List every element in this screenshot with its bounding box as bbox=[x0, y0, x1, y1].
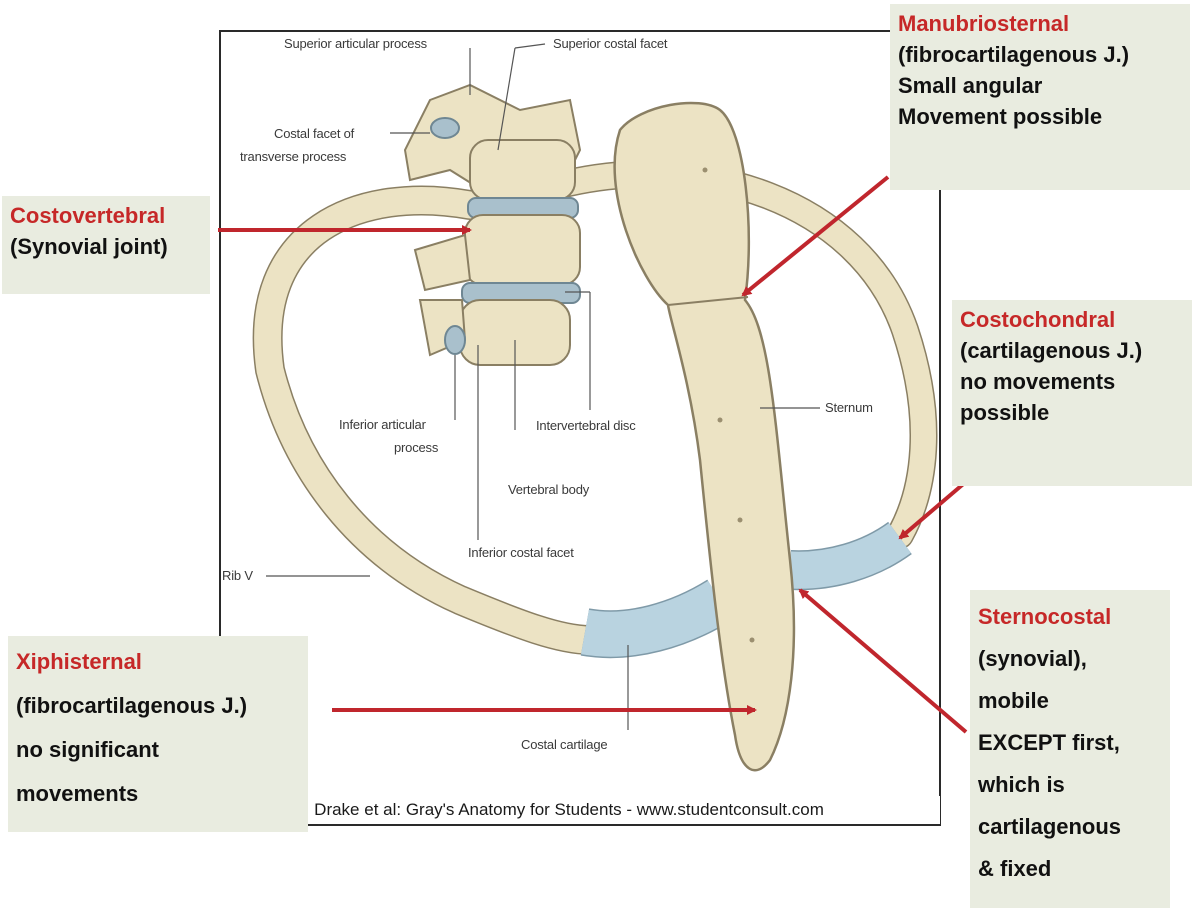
callout-line: EXCEPT first, bbox=[978, 722, 1162, 764]
callout-line: & fixed bbox=[978, 848, 1162, 890]
callout-title: Manubriosternal bbox=[898, 8, 1182, 39]
callout-costochondral: Costochondral (cartilagenous J.) no move… bbox=[952, 300, 1192, 486]
callout-xiphisternal: Xiphisternal (fibrocartilagenous J.) no … bbox=[8, 636, 308, 832]
label-inferior-articular-process-2: process bbox=[394, 440, 438, 456]
callout-line: which is bbox=[978, 764, 1162, 806]
callout-title: Sternocostal bbox=[978, 596, 1162, 638]
label-inferior-articular-process-1: Inferior articular bbox=[339, 417, 426, 433]
callout-line: (fibrocartilagenous J.) bbox=[898, 39, 1182, 70]
label-costal-facet-transverse-2: transverse process bbox=[240, 149, 346, 165]
callout-title: Costochondral bbox=[960, 304, 1184, 335]
callout-line: movements bbox=[16, 772, 300, 816]
callout-line: possible bbox=[960, 397, 1184, 428]
callout-line: Movement possible bbox=[898, 101, 1182, 132]
callout-line: mobile bbox=[978, 680, 1162, 722]
label-costal-cartilage: Costal cartilage bbox=[521, 737, 607, 753]
callout-line: no movements bbox=[960, 366, 1184, 397]
label-rib-v: Rib V bbox=[222, 568, 253, 584]
callout-costovertebral: Costovertebral (Synovial joint) bbox=[2, 196, 210, 294]
callout-line: Small angular bbox=[898, 70, 1182, 101]
label-superior-costal-facet: Superior costal facet bbox=[553, 36, 667, 52]
label-sternum: Sternum bbox=[825, 400, 873, 416]
label-vertebral-body: Vertebral body bbox=[508, 482, 589, 498]
callout-line: cartilagenous bbox=[978, 806, 1162, 848]
callout-line: (cartilagenous J.) bbox=[960, 335, 1184, 366]
callout-line: (fibrocartilagenous J.) bbox=[16, 684, 300, 728]
label-superior-articular-process: Superior articular process bbox=[284, 36, 427, 52]
label-intervertebral-disc: Intervertebral disc bbox=[536, 418, 636, 434]
callout-title: Xiphisternal bbox=[16, 640, 300, 684]
callout-manubriosternal: Manubriosternal (fibrocartilagenous J.) … bbox=[890, 4, 1190, 190]
label-inferior-costal-facet: Inferior costal facet bbox=[468, 545, 574, 561]
callout-line: no significant bbox=[16, 728, 300, 772]
figure-credit: r. Drake et al: Gray's Anatomy for Stude… bbox=[300, 796, 940, 824]
label-costal-facet-transverse-1: Costal facet of bbox=[274, 126, 354, 142]
callout-line: (synovial), bbox=[978, 638, 1162, 680]
vertebral-column bbox=[405, 85, 580, 365]
callout-line: (Synovial joint) bbox=[10, 231, 202, 262]
callout-title: Costovertebral bbox=[10, 200, 202, 231]
callout-sternocostal: Sternocostal (synovial), mobile EXCEPT f… bbox=[970, 590, 1170, 908]
arrow-sternocostal bbox=[800, 590, 966, 732]
